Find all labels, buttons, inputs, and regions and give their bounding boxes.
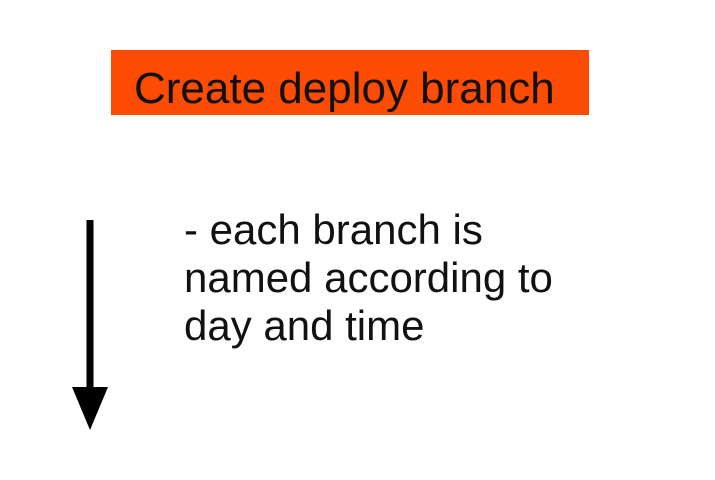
down-arrow-head [72, 387, 108, 430]
process-step-box: Create deploy branch [111, 50, 589, 115]
annotation-line: - each branch is [184, 206, 483, 253]
annotation-line: day and time [184, 302, 425, 349]
annotation-line: named according to [184, 254, 553, 301]
process-step-label: Create deploy branch [134, 64, 555, 113]
down-arrow-icon [72, 220, 108, 430]
annotation-text: - each branch is named according to day … [184, 206, 584, 350]
